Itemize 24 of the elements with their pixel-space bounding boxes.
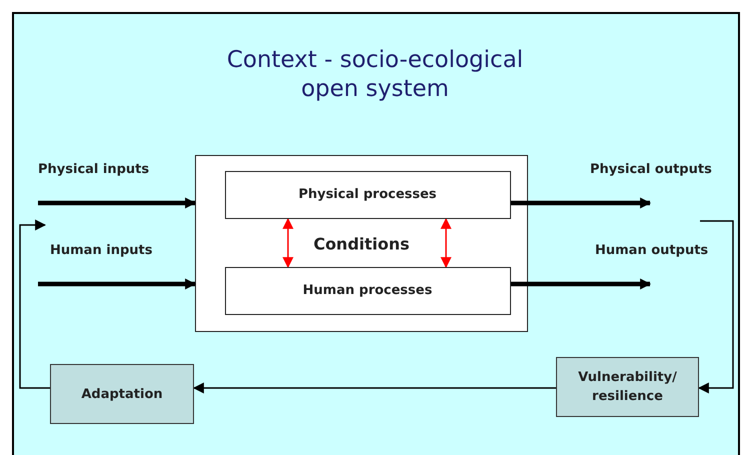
node-label: Adaptation — [81, 386, 163, 404]
feedback-box — [50, 364, 194, 424]
node-label: Conditions — [313, 234, 410, 253]
arrow — [38, 198, 196, 208]
arrow — [511, 278, 652, 290]
arrow — [19, 220, 50, 389]
arrow — [38, 278, 196, 290]
node-label: Vulnerability/ resilience — [577, 369, 678, 406]
arrow — [440, 218, 452, 268]
edge-label: Human outputs — [595, 243, 708, 258]
arrow — [511, 198, 652, 208]
edge-label: Human inputs — [50, 243, 152, 258]
edge-label: Physical inputs — [38, 162, 150, 177]
feedback-box — [556, 357, 699, 417]
process-box — [224, 170, 510, 218]
arrow — [698, 220, 734, 394]
system-box — [195, 155, 528, 332]
arrow — [282, 218, 294, 268]
edge-label: Physical outputs — [590, 162, 712, 177]
node-label: Human processes — [302, 282, 432, 300]
process-box — [224, 266, 510, 314]
diagram-title: Context - socio-ecological open system — [226, 46, 524, 104]
node-label: Physical processes — [298, 186, 437, 204]
arrow — [192, 382, 556, 394]
